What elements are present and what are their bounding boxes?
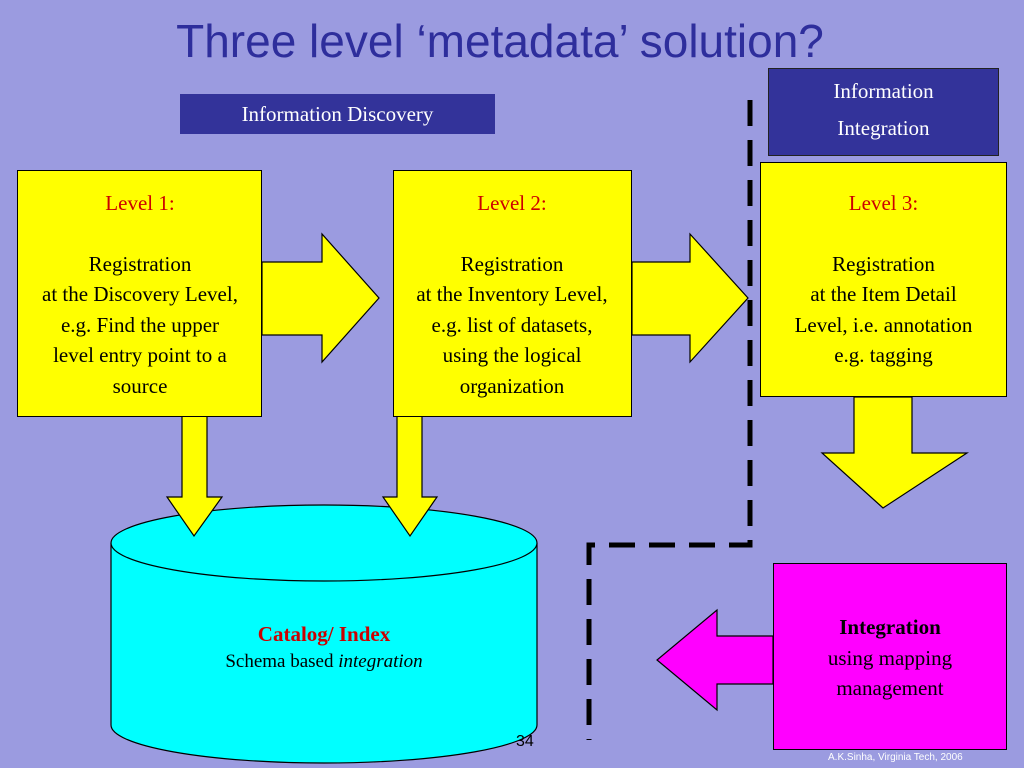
arrow-integration-to-catalog [656, 608, 774, 712]
level-3-text: Level 3: Registration at the Item Detail… [760, 188, 1007, 371]
level-2-box [393, 170, 632, 417]
level-3-line: at the Item Detail [810, 282, 957, 306]
arrow-level3-down [820, 396, 970, 509]
level-3-line: Level, i.e. annotation [794, 312, 973, 337]
level-1-heading: Level 1: [105, 191, 175, 215]
catalog-subline-italic: integration [338, 651, 423, 672]
level-1-line: level entry point to a [53, 343, 227, 367]
integration-text: Integration using mapping management [773, 612, 1007, 704]
catalog-subline-prefix: Schema based [225, 651, 334, 672]
catalog-subline: Schema based integration [111, 648, 537, 676]
integration-line: management [836, 676, 944, 700]
level-3-box [760, 162, 1007, 397]
integration-label-line1: Information [833, 79, 934, 103]
level-2-line: Registration [460, 251, 564, 276]
level-1-line: Registration [88, 251, 192, 276]
information-integration-label: Information Integration [768, 68, 999, 156]
arrow-level2-to-level3 [631, 232, 749, 364]
level-1-box [17, 170, 262, 417]
integration-box [773, 563, 1007, 750]
level-2-line: using the logical [442, 343, 582, 367]
level-2-line: at the Inventory Level, [416, 282, 608, 306]
level-3-line: e.g. tagging [834, 343, 933, 367]
integration-label-line2: Integration [837, 116, 930, 140]
integration-heading: Integration [839, 615, 941, 639]
page-number: 34 [516, 733, 534, 750]
level-2-heading: Level 2: [477, 191, 547, 215]
level-2-line: organization [459, 373, 565, 398]
information-discovery-label: Information Discovery [180, 94, 495, 134]
level-3-heading: Level 3: [848, 191, 919, 215]
dashed-divider [586, 100, 753, 740]
integration-line: using mapping [827, 645, 953, 670]
catalog-text: Catalog/ Index Schema based integration [111, 620, 537, 676]
level-3-line: Registration [832, 251, 935, 276]
catalog-heading: Catalog/ Index [257, 622, 391, 646]
credit-text: A.K.Sinha, Virginia Tech, 2006 [828, 752, 963, 763]
level-2-text: Level 2: Registration at the Inventory L… [372, 188, 652, 401]
arrow-level1-to-level2 [261, 232, 380, 364]
catalog-cylinder [110, 504, 538, 764]
level-2-line: e.g. list of datasets, [431, 312, 593, 337]
level-1-line: source [112, 373, 168, 398]
level-1-line: e.g. Find the upper [60, 312, 220, 337]
level-1-text: Level 1: Registration at the Discovery L… [0, 188, 280, 401]
information-discovery-text: Information Discovery [241, 102, 434, 126]
slide-title: Three level ‘metadata’ solution? [176, 15, 824, 67]
level-1-line: at the Discovery Level, [42, 282, 238, 306]
